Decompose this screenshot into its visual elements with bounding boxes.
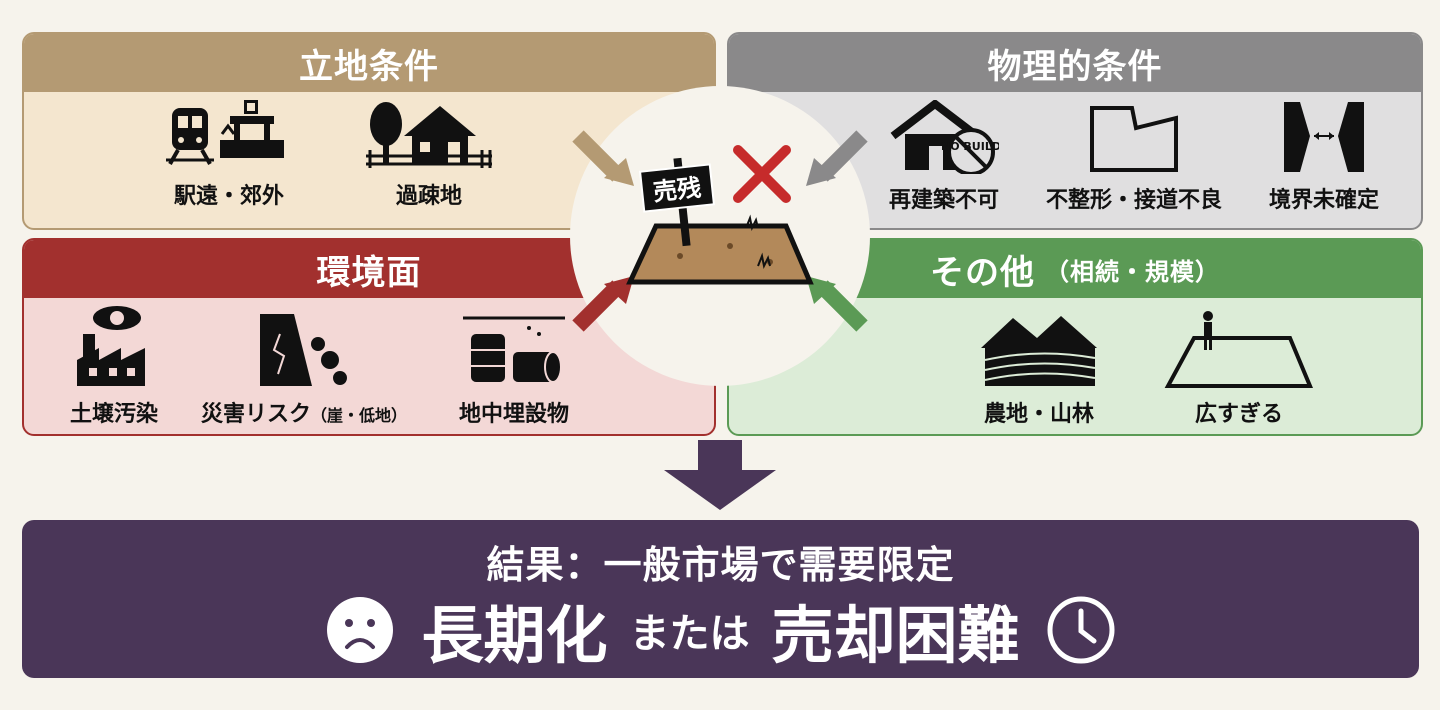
cross-icon bbox=[733, 145, 791, 203]
train-icon bbox=[166, 100, 284, 165]
item-label-disaster: 災害リスク（崖・低地） bbox=[184, 396, 424, 428]
item-label-irregular: 不整形・接道不良 bbox=[1045, 188, 1222, 213]
item-irregular: 不整形・接道不良 bbox=[1029, 100, 1239, 214]
item-too-large: 広すぎる bbox=[1139, 308, 1339, 428]
item-boundary: 境界未確定 bbox=[1239, 100, 1409, 214]
panel-location-title: 立地条件 bbox=[24, 34, 714, 92]
panel-other-title-sub: （相続・規模） bbox=[1045, 257, 1220, 286]
disaster-text: 災害リスク bbox=[200, 402, 311, 427]
item-label-station-far: 駅遠・郊外 bbox=[173, 184, 284, 209]
item-label-no-rebuild: 再建築不可 bbox=[888, 188, 999, 213]
item-station-far: 駅遠・郊外 bbox=[129, 100, 329, 210]
unsold-land-illustration: 売残 bbox=[572, 130, 868, 332]
item-label-boundary: 境界未確定 bbox=[1268, 188, 1379, 213]
item-label-soil: 土壌汚染 bbox=[69, 402, 158, 427]
item-label-too-large: 広すぎる bbox=[1194, 402, 1283, 427]
item-no-rebuild: NO BUILD 再建築不可 bbox=[859, 100, 1029, 214]
arrow-from-other bbox=[816, 280, 868, 332]
item-depopulated: 過疎地 bbox=[329, 100, 529, 210]
barrel-icon bbox=[463, 316, 565, 383]
station-icon bbox=[220, 100, 284, 158]
tree-icon bbox=[370, 102, 402, 146]
panel-other-title-main: その他 bbox=[930, 252, 1035, 293]
result-title: 結果：一般市場で需要限定 bbox=[486, 543, 955, 587]
no-build-house-icon: NO BUILD bbox=[890, 100, 999, 174]
cliff-icon bbox=[260, 314, 347, 386]
item-farmland: 農地・山林 bbox=[939, 308, 1139, 428]
result-term-prolonged: 長期化 bbox=[421, 599, 608, 672]
item-label-buried: 地中埋設物 bbox=[458, 402, 569, 427]
house-icon bbox=[366, 102, 492, 168]
boundary-icon bbox=[1284, 102, 1364, 172]
item-disaster: 災害リスク（崖・低地） bbox=[184, 304, 424, 428]
farmland-icon bbox=[981, 316, 1097, 386]
result-box: 結果：一般市場で需要限定 長期化 または 売却困難 bbox=[22, 520, 1419, 678]
item-buried: 地中埋設物 bbox=[424, 304, 604, 428]
sign-label: 売残 bbox=[652, 174, 703, 207]
result-connector: または bbox=[629, 611, 750, 657]
panel-location: 立地条件 駅遠・郊外 bbox=[22, 32, 716, 230]
arrow-from-location bbox=[572, 130, 624, 182]
disaster-subtext: （崖・低地） bbox=[311, 406, 408, 425]
item-soil: 土壌汚染 bbox=[44, 304, 184, 428]
sad-face-icon bbox=[327, 597, 394, 663]
irregular-land-icon bbox=[1090, 106, 1178, 172]
person-icon bbox=[1203, 311, 1213, 350]
for-sale-sign bbox=[639, 163, 715, 213]
land-plot bbox=[626, 223, 814, 285]
down-arrow-icon bbox=[664, 440, 776, 510]
panel-physical-title: 物理的条件 bbox=[729, 34, 1421, 92]
item-label-depopulated: 過疎地 bbox=[395, 184, 462, 209]
no-build-text: NO BUILD bbox=[941, 140, 999, 153]
item-label-farmland: 農地・山林 bbox=[983, 402, 1094, 427]
factory-icon bbox=[77, 306, 145, 386]
wide-land-icon bbox=[1164, 311, 1313, 388]
result-line: 長期化 または 売却困難 bbox=[22, 594, 1419, 672]
clock-icon bbox=[1047, 596, 1115, 664]
skull-icon bbox=[110, 311, 124, 325]
arrow-from-physical bbox=[816, 130, 868, 182]
result-term-hard-to-sell: 売却困難 bbox=[771, 599, 1020, 672]
arrow-from-environment bbox=[572, 280, 624, 332]
